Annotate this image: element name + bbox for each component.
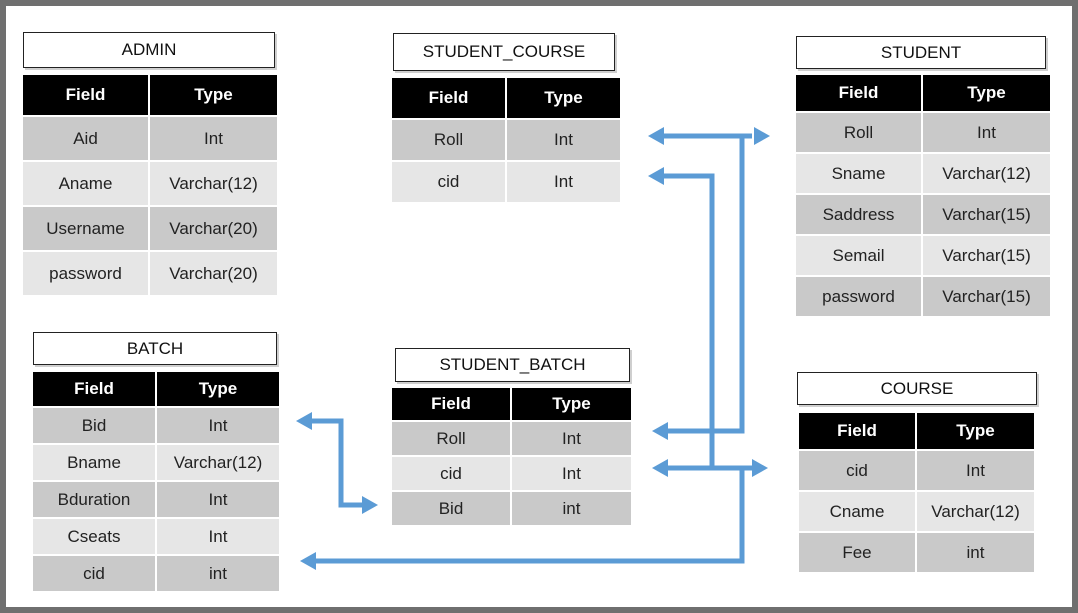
table-name: STUDENT_BATCH xyxy=(395,348,630,382)
field-cell: Cname xyxy=(799,492,915,531)
type-cell: Varchar(20) xyxy=(150,252,277,295)
type-cell: Varchar(12) xyxy=(150,162,277,205)
field-cell: password xyxy=(796,277,921,316)
header-type: Type xyxy=(157,372,279,406)
field-cell: Saddress xyxy=(796,195,921,234)
type-cell: Varchar(12) xyxy=(923,154,1050,193)
arrow-head-right xyxy=(754,127,770,145)
field-cell: Bid xyxy=(392,492,510,525)
header-field: Field xyxy=(392,78,505,118)
arrow-head-right xyxy=(752,459,768,477)
type-cell: Int xyxy=(507,162,620,202)
type-cell: Varchar(15) xyxy=(923,277,1050,316)
field-cell: cid xyxy=(392,162,505,202)
header-field: Field xyxy=(23,75,148,115)
type-cell: Int xyxy=(157,519,279,554)
field-cell: Aname xyxy=(23,162,148,205)
header-field: Field xyxy=(33,372,155,406)
table-name: STUDENT xyxy=(796,36,1046,69)
type-cell: Varchar(12) xyxy=(917,492,1034,531)
field-cell: cid xyxy=(392,457,510,490)
header-type: Type xyxy=(507,78,620,118)
arrow-head-left xyxy=(648,167,664,185)
type-cell: Int xyxy=(512,422,631,455)
field-cell: Roll xyxy=(392,120,505,160)
type-cell: Varchar(15) xyxy=(923,236,1050,275)
header-type: Type xyxy=(917,413,1034,449)
header-field: Field xyxy=(796,75,921,111)
field-cell: Cseats xyxy=(33,519,155,554)
arrow-head-left xyxy=(300,552,316,570)
header-type: Type xyxy=(150,75,277,115)
type-cell: Int xyxy=(512,457,631,490)
field-cell: Aid xyxy=(23,117,148,160)
header-type: Type xyxy=(923,75,1050,111)
table-name: STUDENT_COURSE xyxy=(393,33,615,71)
field-cell: Bid xyxy=(33,408,155,443)
header-type: Type xyxy=(512,388,631,420)
table-name: BATCH xyxy=(33,332,277,365)
table-name: ADMIN xyxy=(23,32,275,68)
type-cell: int xyxy=(512,492,631,525)
type-cell: Int xyxy=(150,117,277,160)
field-cell: Roll xyxy=(796,113,921,152)
type-cell: Int xyxy=(917,451,1034,490)
bid-link xyxy=(312,418,362,508)
arrow-head-left xyxy=(296,412,312,430)
arrow-head-left xyxy=(652,459,668,477)
field-cell: Fee xyxy=(799,533,915,572)
field-cell: Username xyxy=(23,207,148,250)
header-field: Field xyxy=(392,388,510,420)
field-cell: cid xyxy=(799,451,915,490)
arrow-head-left xyxy=(652,422,668,440)
field-cell: Bname xyxy=(33,445,155,480)
table-name: COURSE xyxy=(797,372,1037,405)
type-cell: Int xyxy=(157,482,279,517)
field-cell: Sname xyxy=(796,154,921,193)
field-cell: password xyxy=(23,252,148,295)
field-cell: Roll xyxy=(392,422,510,455)
field-cell: Semail xyxy=(796,236,921,275)
type-cell: Int xyxy=(157,408,279,443)
type-cell: Int xyxy=(507,120,620,160)
type-cell: Varchar(20) xyxy=(150,207,277,250)
cid-link-lower xyxy=(316,468,745,564)
arrow-head-left xyxy=(648,127,664,145)
arrow-head-right xyxy=(362,496,378,514)
cid-link-upper xyxy=(664,173,715,468)
roll-link-vertical xyxy=(668,136,745,434)
type-cell: Varchar(15) xyxy=(923,195,1050,234)
header-field: Field xyxy=(799,413,915,449)
type-cell: int xyxy=(157,556,279,591)
type-cell: Varchar(12) xyxy=(157,445,279,480)
field-cell: cid xyxy=(33,556,155,591)
field-cell: Bduration xyxy=(33,482,155,517)
type-cell: int xyxy=(917,533,1034,572)
type-cell: Int xyxy=(923,113,1050,152)
